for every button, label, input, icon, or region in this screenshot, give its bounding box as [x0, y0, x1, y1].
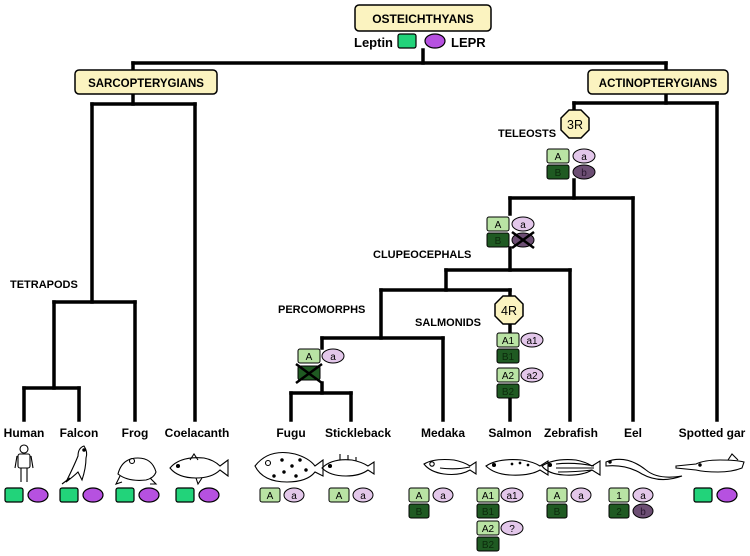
root-title: OSTEICHTHYANS	[372, 12, 474, 26]
fugu-icon	[254, 451, 324, 483]
root-box: OSTEICHTHYANS	[354, 4, 492, 32]
svg-text:a1: a1	[526, 336, 538, 347]
duplication-4r-label: 4R	[501, 304, 517, 318]
svg-text:A1: A1	[502, 336, 515, 347]
clupeocephal-gene-set: A a B	[486, 216, 535, 250]
duplication-3r: 3R	[560, 109, 590, 139]
svg-text:A: A	[336, 491, 343, 502]
svg-text:a: a	[291, 491, 297, 502]
sarcopterygians-box: SARCOPTERYGIANS	[74, 69, 218, 95]
actinopterygians-box: ACTINOPTERYGIANS	[587, 69, 729, 95]
human-icon	[14, 444, 34, 482]
root-legend: Leptin LEPR	[354, 33, 486, 50]
teleosts-label: TELEOSTS	[498, 128, 556, 140]
zebrafish-icon	[541, 459, 601, 476]
species-human: Human	[4, 426, 45, 440]
species-stickleback: Stickleback	[325, 426, 391, 440]
tip-genes-salmon: A1 a1 B1 A2 ? B2	[476, 487, 524, 552]
tetrapods-label: TETRAPODS	[10, 279, 78, 291]
salmonids-label: SALMONIDS	[415, 317, 481, 329]
species-eel: Eel	[624, 426, 642, 440]
leptin-legend-swatch	[397, 33, 417, 49]
svg-text:A: A	[495, 220, 502, 231]
svg-text:A1: A1	[482, 491, 495, 502]
salmon-icon	[485, 459, 549, 476]
tip-genes-falcon	[59, 487, 104, 503]
svg-text:a1: a1	[506, 491, 518, 502]
medaka-icon	[423, 458, 477, 476]
svg-text:B2: B2	[502, 387, 515, 398]
species-salmon: Salmon	[488, 426, 531, 440]
tip-genes-spotted-gar	[693, 487, 738, 503]
species-names: Human Falcon Frog Coelacanth Fugu Stickl…	[4, 426, 746, 440]
svg-text:1: 1	[616, 491, 622, 502]
svg-text:A2: A2	[482, 524, 495, 535]
spotted-gar-icon	[675, 453, 745, 473]
svg-text:?: ?	[509, 524, 515, 535]
svg-text:a: a	[440, 491, 446, 502]
svg-text:A2: A2	[502, 371, 515, 382]
svg-text:A: A	[416, 491, 423, 502]
species-falcon: Falcon	[60, 426, 99, 440]
loss-cross-icon	[511, 230, 535, 250]
tip-genes-eel: 1 a 2 b	[608, 487, 654, 519]
svg-text:B1: B1	[502, 352, 515, 363]
svg-text:a: a	[581, 152, 587, 163]
svg-text:A: A	[306, 352, 313, 363]
sarcopterygians-label: SARCOPTERYGIANS	[88, 78, 204, 90]
svg-text:B: B	[554, 507, 561, 518]
lepr-legend-label: LEPR	[451, 35, 486, 50]
salmonid-gene-set: A1 a1 B1 A2 a2 B2	[496, 332, 544, 399]
svg-text:b: b	[581, 168, 587, 179]
stickleback-icon	[321, 454, 375, 477]
svg-text:a: a	[330, 352, 336, 363]
svg-text:A: A	[555, 152, 562, 163]
svg-text:B: B	[416, 507, 423, 518]
tip-genes-fugu: A a	[259, 487, 305, 503]
teleost-gene-set: A a B b	[546, 148, 596, 180]
svg-text:B2: B2	[482, 540, 495, 551]
svg-text:b: b	[640, 507, 646, 518]
svg-text:A: A	[554, 491, 561, 502]
species-medaka: Medaka	[421, 426, 465, 440]
frog-icon	[114, 457, 158, 485]
svg-text:a2: a2	[526, 371, 538, 382]
falcon-icon	[61, 445, 88, 485]
tree-branches	[22, 48, 719, 422]
tip-genes-human	[4, 487, 49, 503]
svg-text:2: 2	[616, 507, 622, 518]
svg-text:B: B	[555, 168, 562, 179]
leptin-legend-label: Leptin	[354, 35, 393, 50]
duplication-3r-label: 3R	[567, 118, 583, 132]
lepr-legend-swatch	[424, 33, 446, 49]
species-frog: Frog	[122, 426, 149, 440]
duplication-4r: 4R	[494, 295, 524, 325]
loss-cross-icon	[295, 362, 323, 385]
svg-text:A: A	[267, 491, 274, 502]
species-spotted-gar: Spotted gar	[679, 426, 746, 440]
svg-text:a: a	[578, 491, 584, 502]
svg-text:B1: B1	[482, 507, 495, 518]
clupeocephals-label: CLUPEOCEPHALS	[373, 249, 471, 261]
percomorphs-label: PERCOMORPHS	[278, 304, 365, 316]
species-fugu: Fugu	[276, 426, 305, 440]
tip-genes-zebrafish: A a B	[546, 487, 592, 519]
svg-text:B: B	[495, 236, 502, 247]
species-coelacanth: Coelacanth	[165, 426, 230, 440]
svg-text:a: a	[520, 220, 526, 231]
svg-text:a: a	[360, 491, 366, 502]
svg-text:a: a	[640, 491, 646, 502]
tip-genes-medaka: A a B	[408, 487, 454, 519]
species-zebrafish: Zebrafish	[544, 426, 598, 440]
eel-icon	[605, 458, 683, 481]
actinopterygians-label: ACTINOPTERYGIANS	[599, 78, 718, 90]
tip-genes-frog	[115, 487, 160, 503]
fugu-stickleback-gene-set: A a	[295, 348, 345, 385]
tip-genes-stickleback: A a	[328, 487, 374, 503]
tip-genes-coelacanth	[175, 487, 220, 503]
coelacanth-icon	[169, 453, 229, 486]
species-icons	[14, 444, 745, 486]
